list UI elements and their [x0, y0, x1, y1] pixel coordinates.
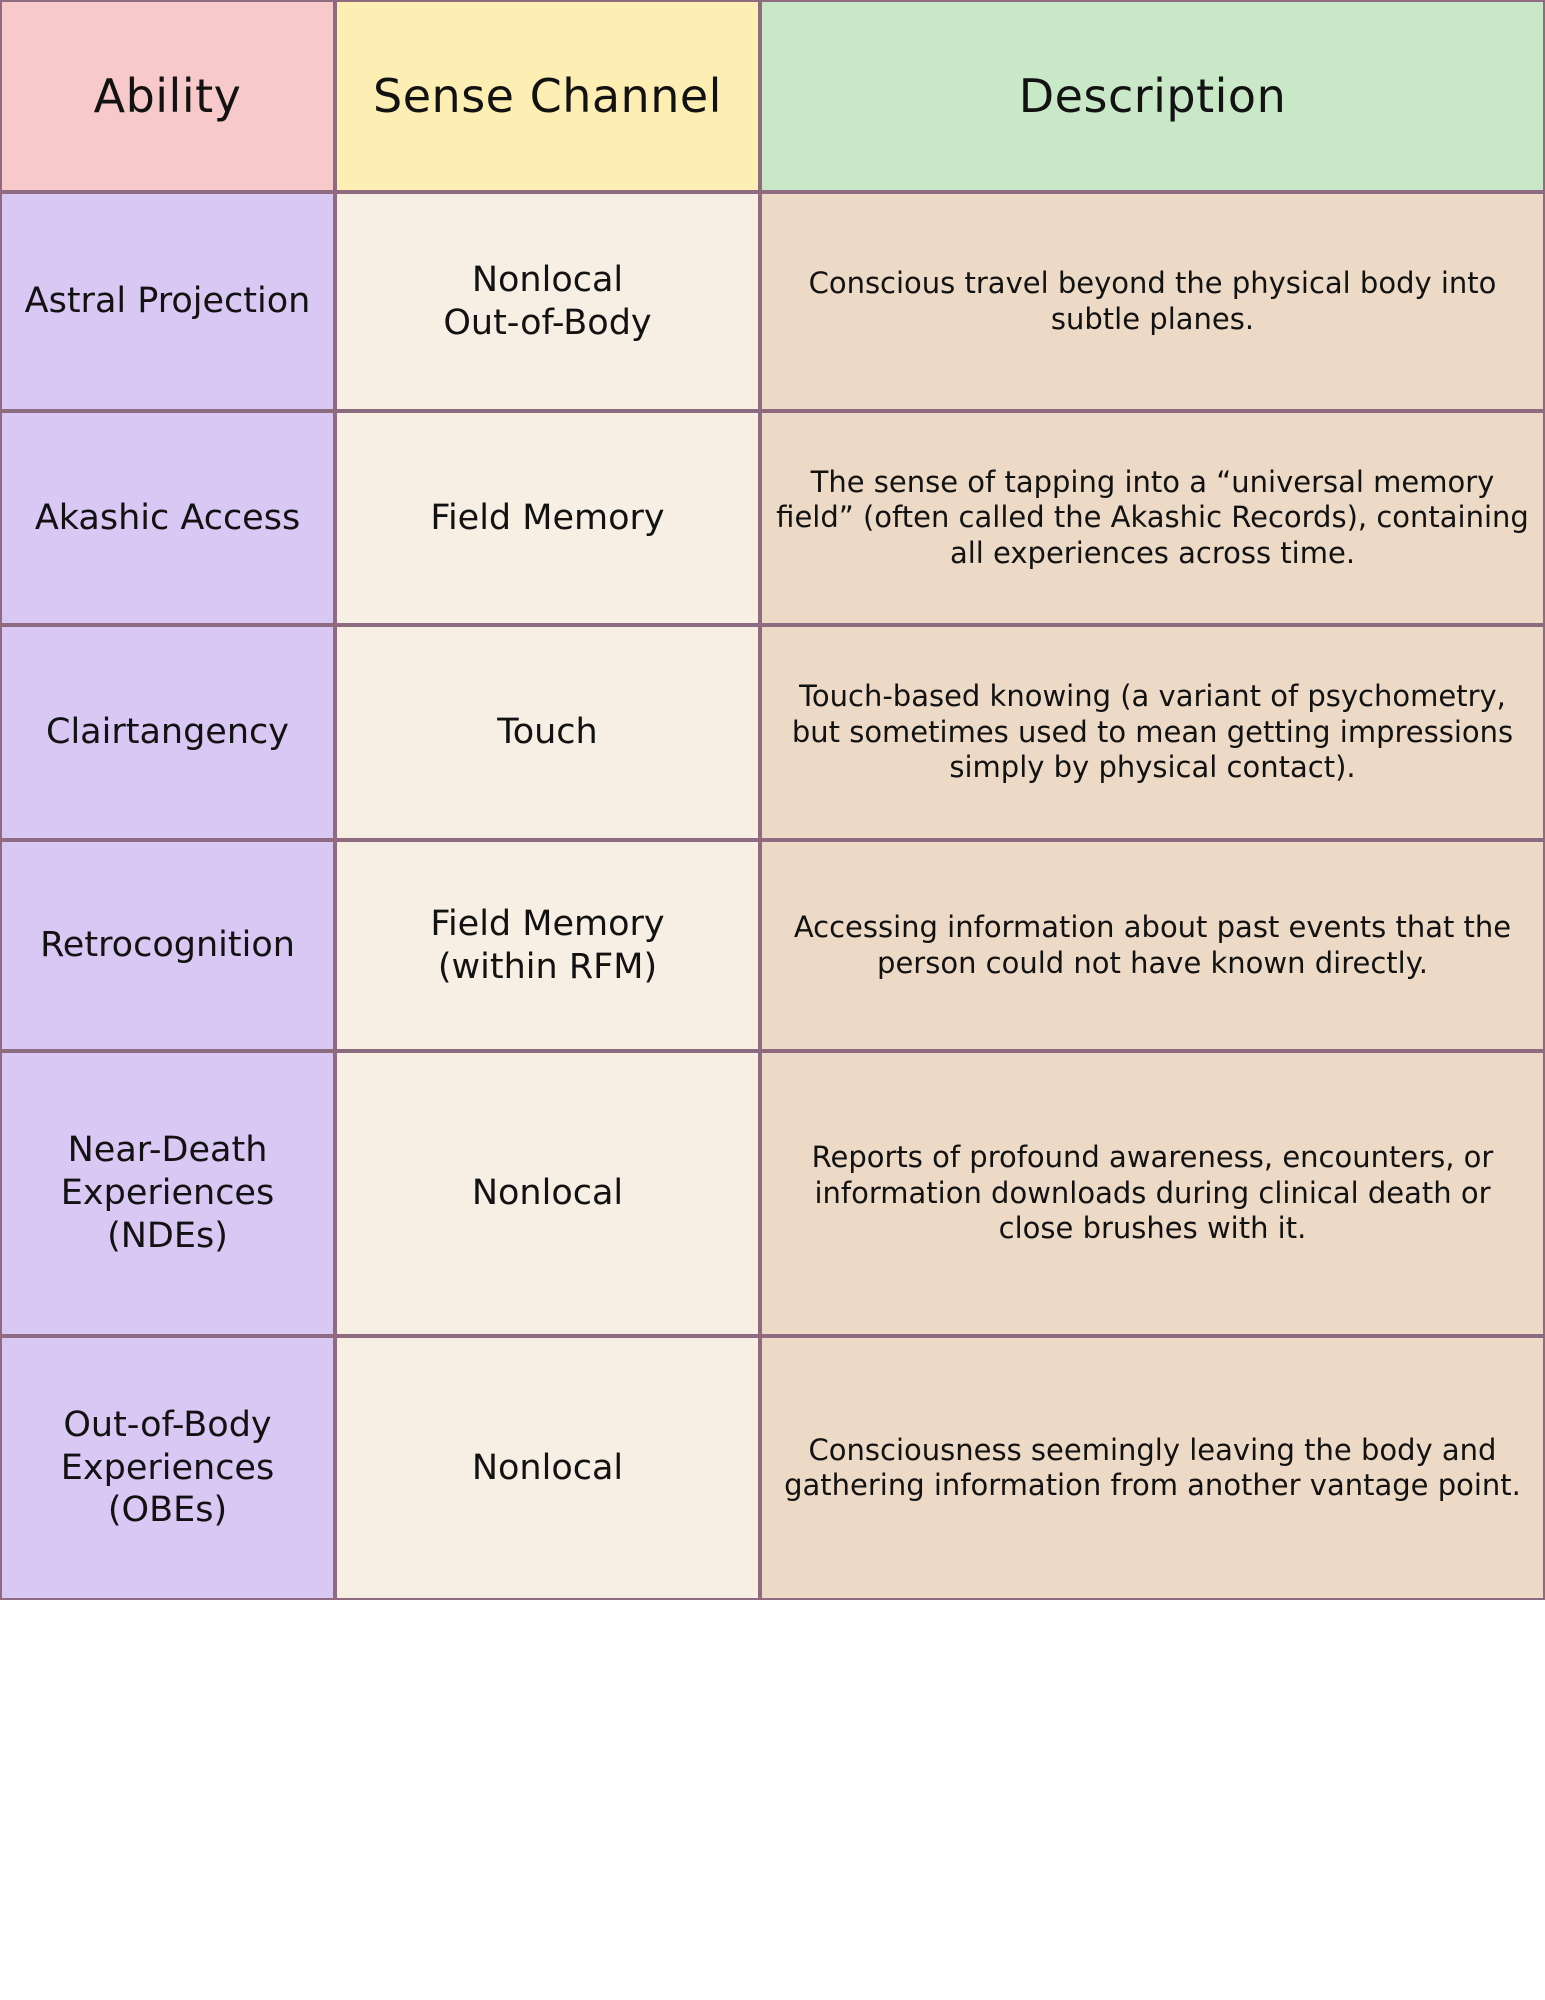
cell-ability-text: Retrocognition: [40, 925, 295, 966]
cell-ability-text: Clairtangency: [46, 712, 289, 753]
column-header-ability-label: Ability: [93, 68, 242, 123]
cell-sense-channel: Nonlocal: [335, 1336, 760, 1600]
cell-description: The sense of tapping into a “universal m…: [760, 411, 1545, 625]
cell-description: Touch-based knowing (a variant of psycho…: [760, 625, 1545, 840]
cell-sense-channel-text: Nonlocal: [471, 1447, 624, 1488]
cell-sense-channel-text: Touch: [497, 712, 598, 753]
cell-ability: Retrocognition: [0, 840, 335, 1051]
cell-ability: Near-Death Experiences (NDEs): [0, 1051, 335, 1336]
table-row: Out-of-Body Experiences (OBEs) Nonlocal …: [0, 1336, 1545, 1600]
table-row: Near-Death Experiences (NDEs) Nonlocal R…: [0, 1051, 1545, 1336]
table-row: Retrocognition Field Memory (within RFM)…: [0, 840, 1545, 1051]
cell-description-text: Conscious travel beyond the physical bod…: [808, 266, 1497, 336]
cell-description: Conscious travel beyond the physical bod…: [760, 192, 1545, 411]
cell-sense-channel: Field Memory (within RFM): [335, 840, 760, 1051]
cell-sense-channel: Nonlocal: [335, 1051, 760, 1336]
cell-description: Reports of profound awareness, encounter…: [760, 1051, 1545, 1336]
table-row: Akashic Access Field Memory The sense of…: [0, 411, 1545, 625]
column-header-description-label: Description: [1018, 68, 1287, 123]
cell-description-text: The sense of tapping into a “universal m…: [776, 464, 1529, 570]
cell-sense-channel-text: Field Memory (within RFM): [430, 903, 665, 987]
cell-ability: Clairtangency: [0, 625, 335, 840]
column-header-sense-channel: Sense Channel: [335, 0, 760, 192]
column-header-sense-channel-label: Sense Channel: [373, 68, 722, 123]
cell-ability-text: Akashic Access: [34, 497, 301, 538]
cell-sense-channel-text: Field Memory: [430, 497, 665, 538]
table-row: Astral Projection Nonlocal Out-of-Body C…: [0, 192, 1545, 411]
cell-description-text: Touch-based knowing (a variant of psycho…: [791, 679, 1514, 785]
cell-ability: Out-of-Body Experiences (OBEs): [0, 1336, 335, 1600]
column-header-description: Description: [760, 0, 1545, 192]
column-header-ability: Ability: [0, 0, 335, 192]
cell-ability-text: Near-Death Experiences (NDEs): [60, 1130, 275, 1256]
cell-description: Accessing information about past events …: [760, 840, 1545, 1051]
cell-sense-channel: Touch: [335, 625, 760, 840]
cell-sense-channel: Nonlocal Out-of-Body: [335, 192, 760, 411]
cell-ability: Akashic Access: [0, 411, 335, 625]
table-row: Clairtangency Touch Touch-based knowing …: [0, 625, 1545, 840]
cell-sense-channel: Field Memory: [335, 411, 760, 625]
table-header-row: Ability Sense Channel Description: [0, 0, 1545, 192]
cell-sense-channel-text: Nonlocal: [471, 1173, 624, 1214]
cell-ability-text: Astral Projection: [24, 281, 311, 322]
cell-description: Consciousness seemingly leaving the body…: [760, 1336, 1545, 1600]
cell-sense-channel-text: Nonlocal Out-of-Body: [443, 259, 652, 343]
cell-description-text: Consciousness seemingly leaving the body…: [784, 1432, 1521, 1502]
cell-description-text: Accessing information about past events …: [793, 910, 1512, 980]
cell-ability-text: Out-of-Body Experiences (OBEs): [60, 1404, 275, 1531]
cell-description-text: Reports of profound awareness, encounter…: [811, 1140, 1494, 1246]
cell-ability: Astral Projection: [0, 192, 335, 411]
